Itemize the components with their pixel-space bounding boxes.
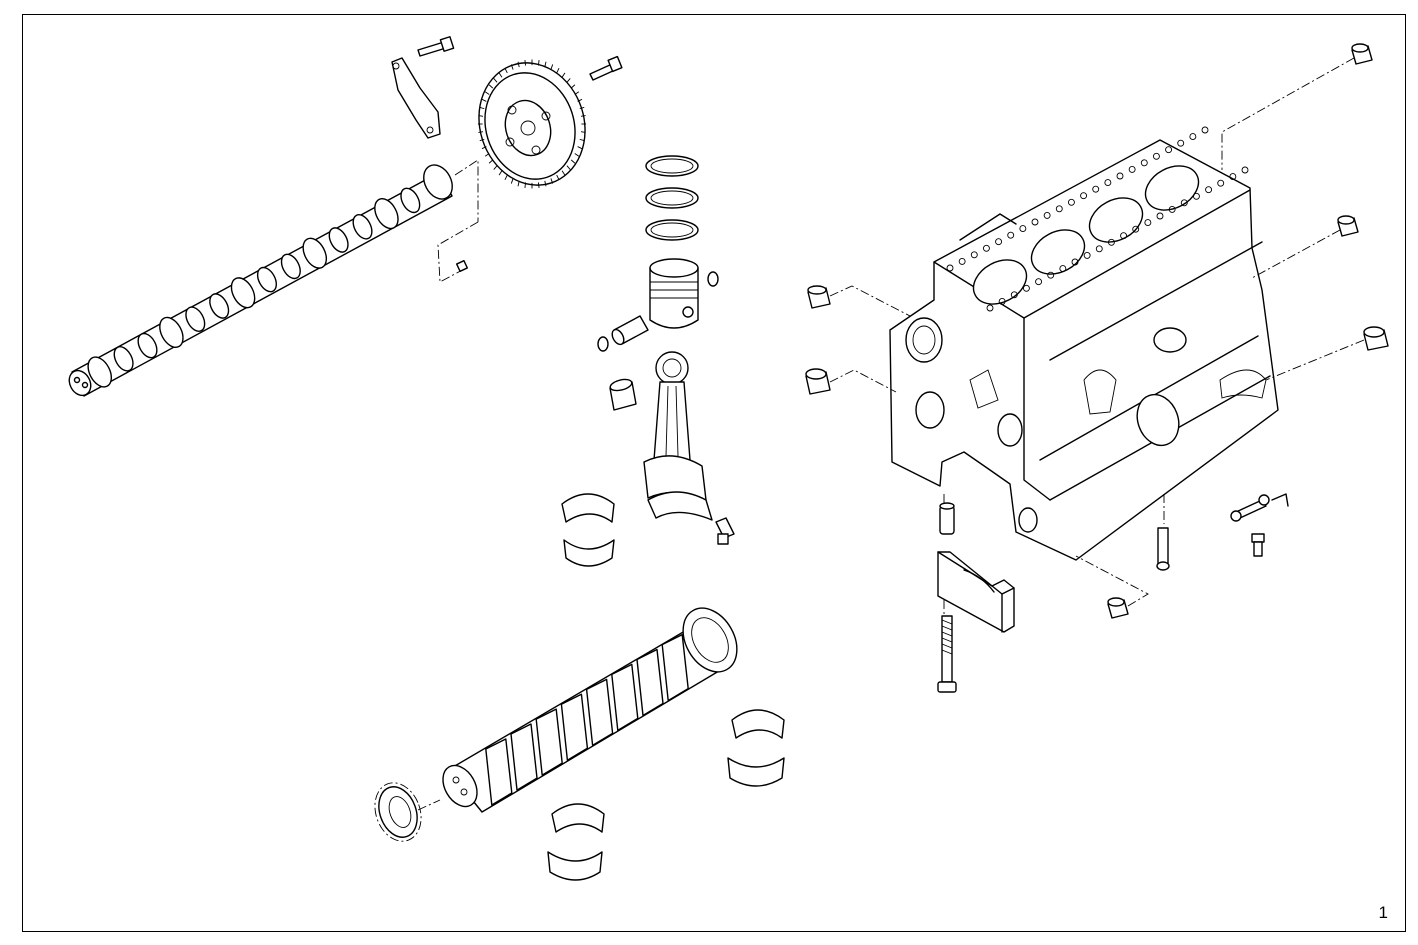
drawing-frame: [22, 14, 1406, 932]
main-bearing-cap: [938, 552, 1014, 632]
cam-bolt: [418, 37, 454, 56]
camshaft: [65, 160, 458, 399]
piston-pin: [610, 316, 648, 346]
gear-bolt: [590, 57, 622, 80]
retainer-plate: [392, 58, 440, 138]
dowel: [940, 503, 954, 534]
crankshaft: [436, 599, 748, 813]
oil-jet: [1231, 494, 1288, 521]
jet-bolt: [1252, 534, 1264, 556]
rod-bearing: [562, 494, 614, 566]
core-plug: [806, 44, 1388, 618]
small-end-bush: [609, 377, 636, 410]
crank-gear: [367, 776, 429, 847]
timing-gear: [463, 49, 600, 199]
main-bearing: [548, 710, 784, 880]
cap-bolt: [938, 616, 956, 692]
circlip: [598, 272, 718, 351]
sheet-number: 1: [1378, 903, 1388, 922]
piston-rings: [646, 156, 698, 240]
engine-block: [890, 127, 1278, 560]
piston: [650, 259, 698, 328]
connecting-rod: [644, 352, 734, 544]
block-stud: [1157, 528, 1169, 570]
